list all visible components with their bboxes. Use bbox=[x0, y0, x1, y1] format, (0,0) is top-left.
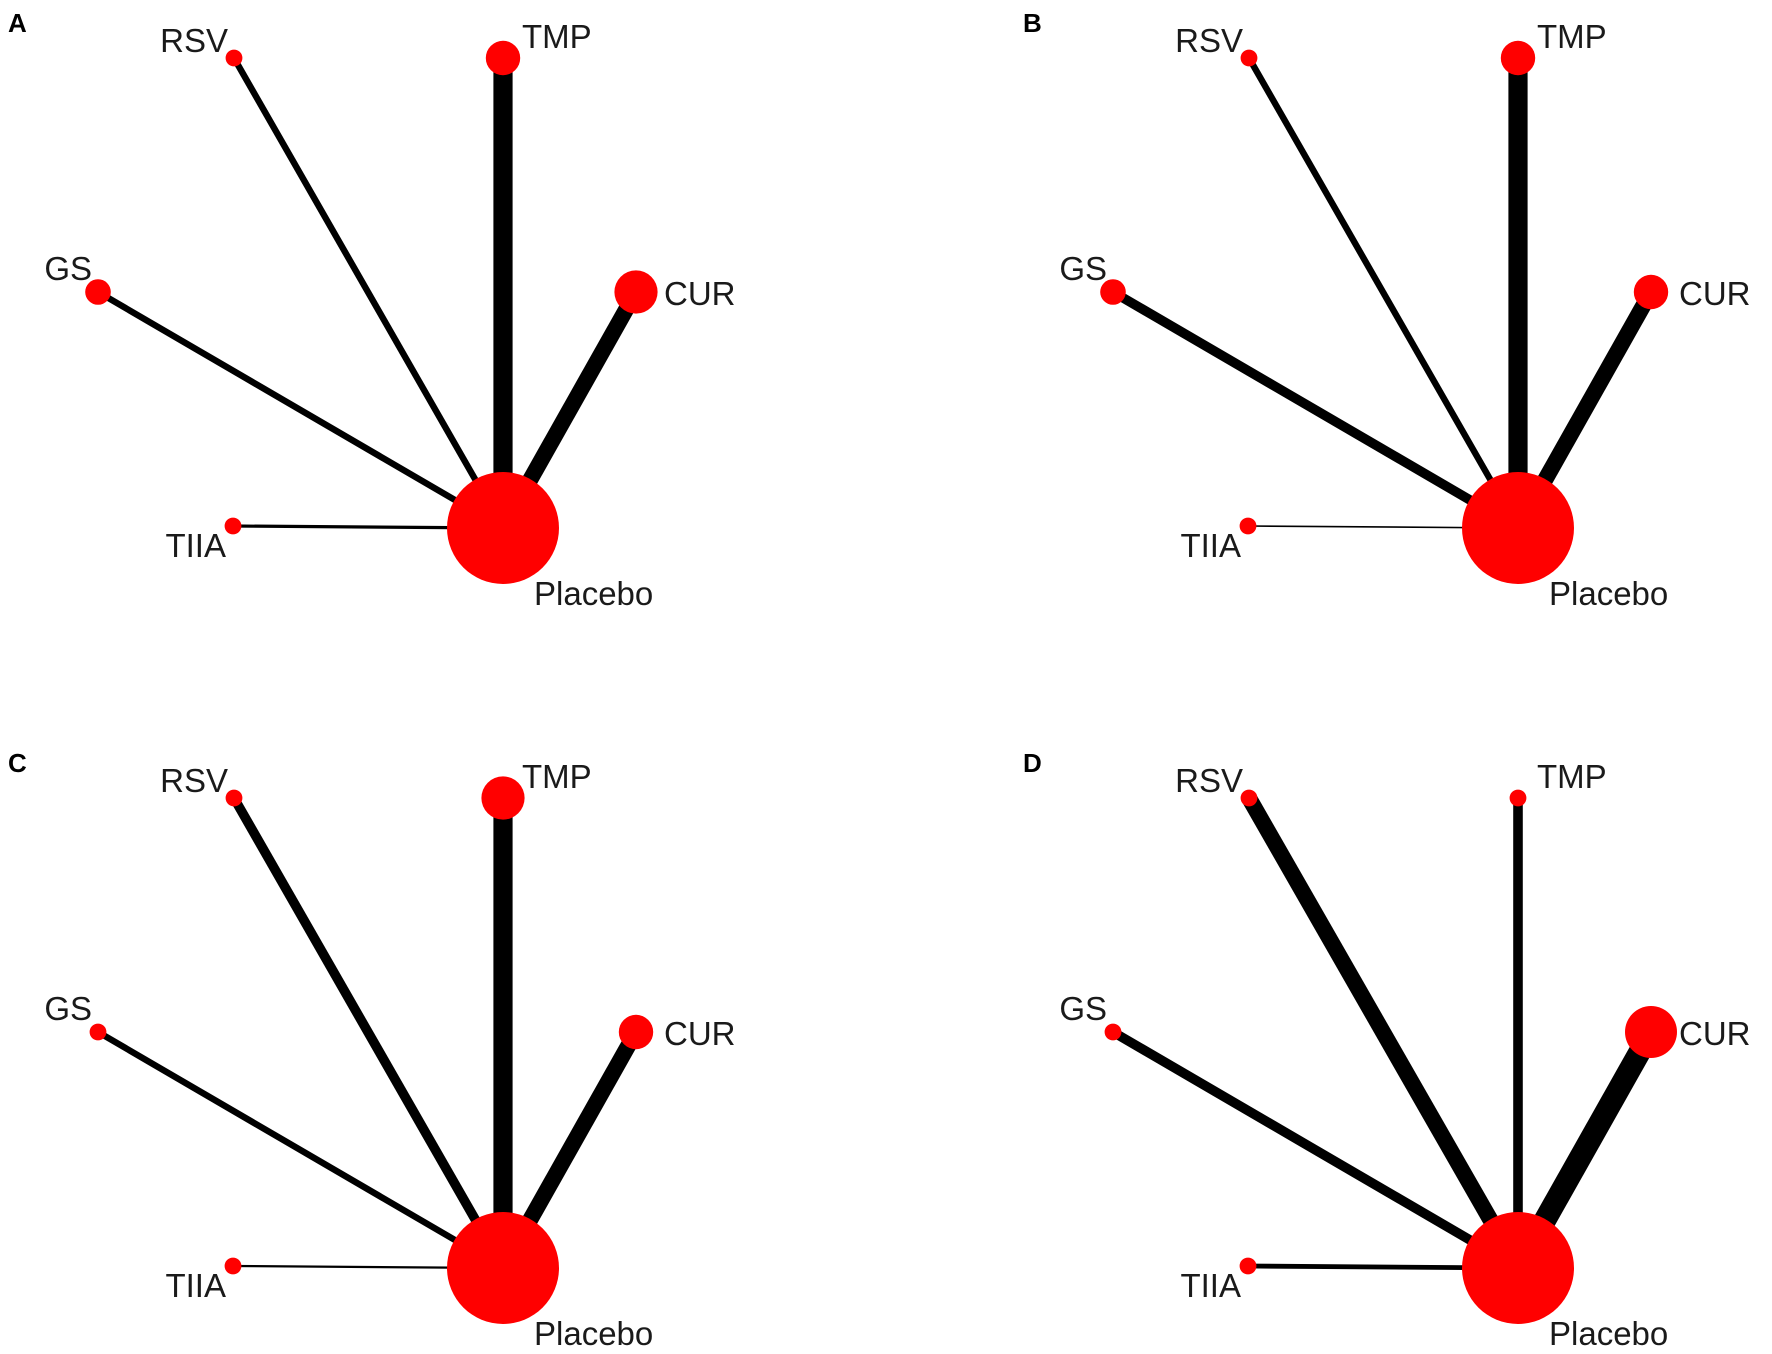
node-tmp bbox=[1500, 40, 1536, 76]
node-label-cur: CUR bbox=[1679, 1015, 1751, 1052]
edge-placebo-rsv bbox=[231, 56, 506, 530]
node-rsv bbox=[1240, 49, 1258, 67]
node-label-placebo: Placebo bbox=[534, 575, 653, 612]
edge-placebo-gs bbox=[96, 1029, 505, 1271]
node-placebo bbox=[1462, 1212, 1574, 1324]
node-label-cur: CUR bbox=[1679, 275, 1751, 312]
node-label-tmp: TMP bbox=[522, 18, 592, 55]
node-tmp bbox=[485, 40, 521, 76]
node-gs bbox=[85, 279, 111, 305]
node-placebo bbox=[447, 472, 559, 584]
node-label-cur: CUR bbox=[664, 275, 736, 312]
node-label-rsv: RSV bbox=[1175, 22, 1243, 59]
node-rsv bbox=[1240, 789, 1258, 807]
edge-placebo-rsv bbox=[1242, 794, 1525, 1272]
edge-placebo-rsv bbox=[229, 795, 508, 1271]
node-label-tmp: TMP bbox=[522, 758, 592, 795]
node-tiia bbox=[1239, 1257, 1257, 1275]
node-label-tmp: TMP bbox=[1537, 18, 1607, 55]
node-rsv bbox=[225, 49, 243, 67]
node-tmp bbox=[1509, 789, 1527, 807]
node-cur bbox=[1625, 1006, 1677, 1058]
node-placebo bbox=[447, 1212, 559, 1324]
node-cur bbox=[1633, 274, 1669, 310]
node-tiia bbox=[1239, 517, 1257, 535]
edge-placebo-gs bbox=[1110, 287, 1521, 533]
node-gs bbox=[1100, 279, 1126, 305]
node-cur bbox=[618, 1014, 654, 1050]
node-tmp bbox=[481, 776, 525, 820]
node-label-tmp: TMP bbox=[1537, 758, 1607, 795]
node-label-cur: CUR bbox=[664, 1015, 736, 1052]
node-cur bbox=[614, 270, 658, 314]
node-label-placebo: Placebo bbox=[1549, 575, 1668, 612]
node-tiia bbox=[224, 1257, 242, 1275]
node-placebo bbox=[1462, 472, 1574, 584]
node-label-rsv: RSV bbox=[1175, 762, 1243, 799]
node-label-placebo: Placebo bbox=[1549, 1315, 1668, 1352]
node-label-rsv: RSV bbox=[160, 762, 228, 799]
edge-placebo-gs bbox=[1110, 1027, 1521, 1273]
panel-letter-d: D bbox=[1023, 748, 1042, 778]
node-label-gs: GS bbox=[1059, 250, 1107, 287]
node-label-gs: GS bbox=[44, 990, 92, 1027]
network-panel-c: C RSV TMP GS CUR TIIA Placebo bbox=[8, 748, 736, 1352]
node-gs bbox=[89, 1023, 107, 1041]
node-label-tiia: TIIA bbox=[1180, 1267, 1241, 1304]
node-label-placebo: Placebo bbox=[534, 1315, 653, 1352]
panel-letter-c: C bbox=[8, 748, 27, 778]
edge-placebo-gs bbox=[96, 289, 505, 531]
node-tiia bbox=[224, 517, 242, 535]
panel-letter-b: B bbox=[1023, 8, 1042, 38]
node-label-gs: GS bbox=[44, 250, 92, 287]
edge-placebo-rsv bbox=[1246, 56, 1521, 530]
network-panel-a: A RSV TMP GS CUR TIIA Placebo bbox=[8, 8, 736, 612]
node-label-gs: GS bbox=[1059, 990, 1107, 1027]
node-label-rsv: RSV bbox=[160, 22, 228, 59]
panel-letter-a: A bbox=[8, 8, 27, 38]
node-rsv bbox=[225, 789, 243, 807]
node-label-tiia: TIIA bbox=[165, 1267, 226, 1304]
node-label-tiia: TIIA bbox=[1180, 527, 1241, 564]
node-gs bbox=[1104, 1023, 1122, 1041]
network-panel-d: D RSV TMP GS CUR TIIA Placebo bbox=[1023, 748, 1751, 1352]
node-label-tiia: TIIA bbox=[165, 527, 226, 564]
network-panel-b: B RSV TMP GS CUR TIIA Placebo bbox=[1023, 8, 1751, 612]
